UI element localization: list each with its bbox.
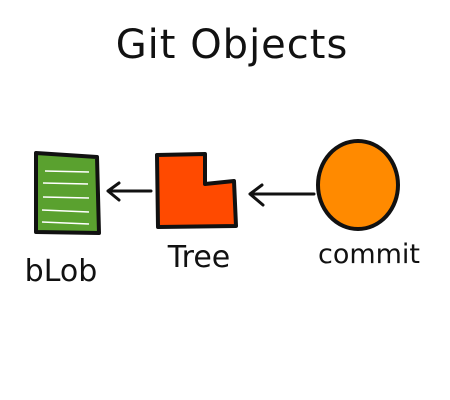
blob-line-4 xyxy=(41,209,90,213)
blob-node: bLob xyxy=(25,151,101,289)
blob-document-icon xyxy=(34,151,101,235)
tree-node: Tree xyxy=(155,152,238,275)
blob-line-2 xyxy=(42,182,89,185)
blob-line-3 xyxy=(42,196,90,199)
arrow-tree-to-blob xyxy=(106,181,153,202)
commit-node: commit xyxy=(316,139,420,270)
tree-shape xyxy=(155,152,238,229)
blob-line-5 xyxy=(41,221,90,225)
blob-label: bLob xyxy=(25,254,98,289)
commit-circle xyxy=(316,139,400,231)
blob-line-1 xyxy=(44,170,90,173)
diagram-title: Git Objects xyxy=(116,22,349,68)
arrow-commit-to-tree xyxy=(248,183,316,207)
tree-label: Tree xyxy=(167,240,231,275)
commit-label: commit xyxy=(318,239,420,270)
